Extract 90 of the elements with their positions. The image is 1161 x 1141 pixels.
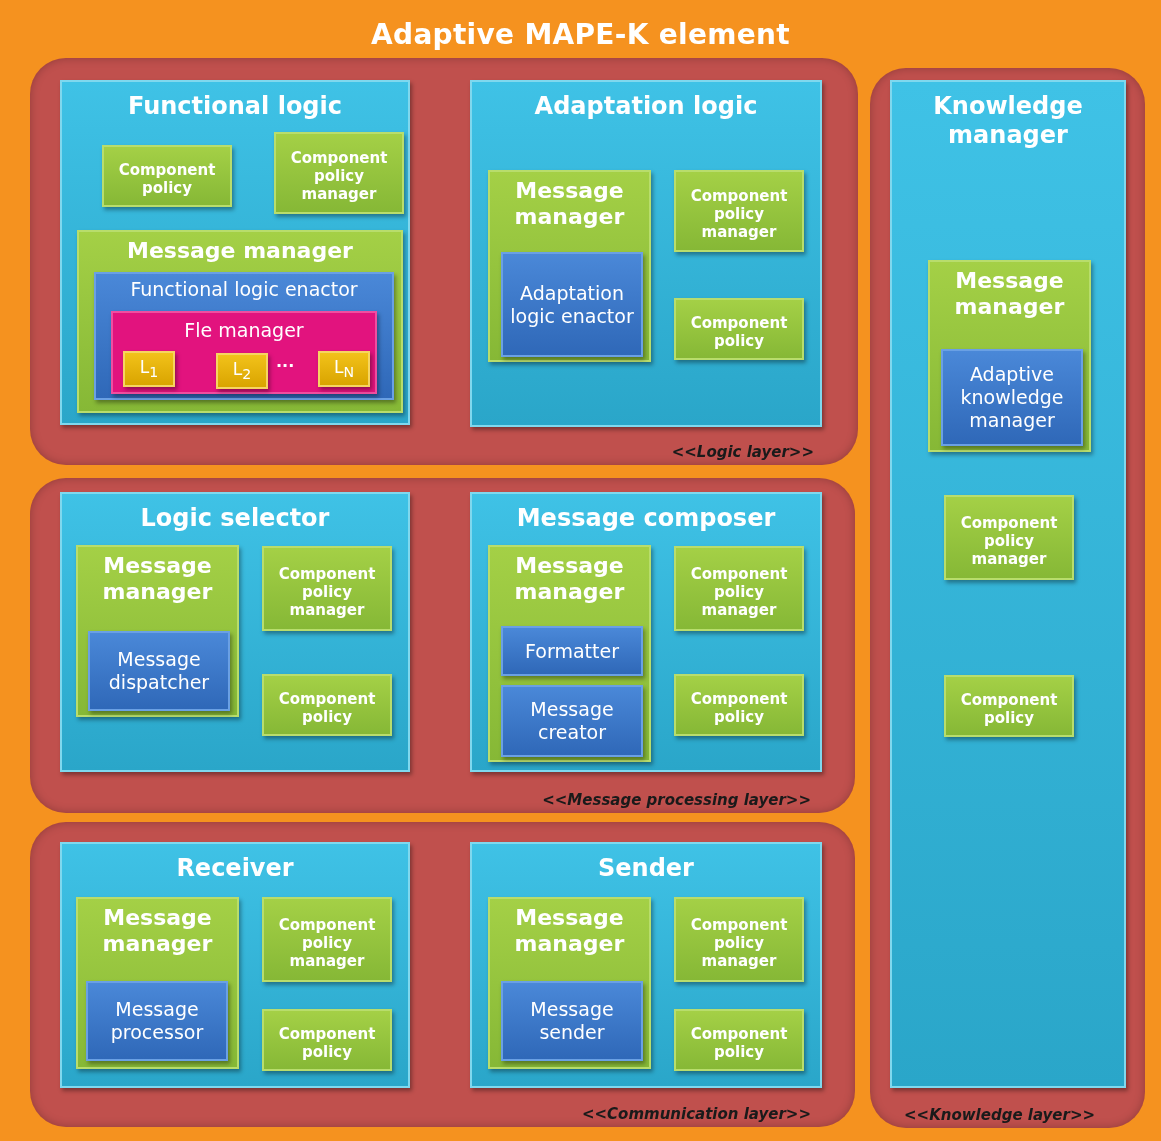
layer-band [870,68,1145,1128]
enactor-box [94,272,394,400]
module-box [674,546,804,631]
logic-box [318,351,370,387]
box-label: Component policy [689,690,789,726]
box-label: Component policy [277,1025,377,1061]
box-title: Message manager [513,178,626,231]
box-title: Message manager [127,238,353,265]
box-label: Component policy manager [689,187,789,241]
box-label: Component policy [117,161,217,197]
box-title: Message manager [101,905,214,958]
box-label: Message dispatcher [107,648,211,694]
layer-label: <<Logic layer>> [671,443,814,461]
module-box [674,170,804,252]
module-box [77,230,403,413]
box-label: L$_{2}$ [232,358,252,384]
box-title: Message manager [513,553,626,606]
box-label: Component policy [277,690,377,726]
module-box [674,298,804,360]
module-box [944,675,1074,737]
layer-label: <<Knowledge layer>> [904,1106,1096,1124]
module-box [488,545,651,762]
box-label: Adaptation logic enactor [509,281,635,328]
module-box [262,897,392,982]
enactor-box [88,631,230,711]
layer-band [30,58,858,465]
enactor-box [86,981,228,1061]
box-label: L$_{1}$ [139,356,159,382]
component-panel [60,492,410,772]
box-title: Functional logic [127,92,343,121]
box-label: Component policy manager [689,564,789,619]
layer-label: <<Message processing layer>> [542,791,811,809]
manager-box [111,311,377,394]
box-label: Component policy [689,1025,789,1061]
box-label: Message creator [529,698,615,744]
module-box [76,897,239,1069]
box-title: Message manager [101,553,214,606]
enactor-box [501,981,643,1061]
box-title: Adaptation logic [533,92,759,121]
logic-box [123,351,175,387]
component-panel [470,492,822,772]
module-box [262,1009,392,1071]
layer-label: <<Communication layer>> [581,1105,811,1123]
box-label: Adaptive knowledge manager [959,363,1065,432]
box-title: Message manager [513,905,626,958]
box-label: Functional logic enactor [129,278,359,301]
module-box [674,1009,804,1071]
enactor-box [941,349,1083,446]
module-box [488,170,651,362]
box-label: Component policy [959,691,1059,727]
layer-band [30,822,855,1127]
enactor-box [501,626,643,676]
module-box [674,674,804,736]
module-box [488,897,651,1069]
module-box [944,495,1074,580]
box-title: Logic selector [139,504,331,533]
box-title: Knowledge manager [932,92,1084,150]
box-label: Component policy [689,314,789,350]
box-title: Sender [597,854,695,883]
box-label: Message sender [529,998,615,1044]
box-label: Component policy manager [277,564,377,619]
box-label: Message processor [109,998,205,1044]
module-box [274,132,404,214]
module-box [928,260,1091,452]
component-panel [470,80,822,427]
component-panel [60,80,410,425]
enactor-box [501,252,643,357]
module-box [262,674,392,736]
box-title: Receiver [175,854,295,883]
component-panel [60,842,410,1088]
layer-band [30,478,855,813]
module-box [674,897,804,982]
enactor-box [501,685,643,757]
box-label: L$_{N}$ [333,356,355,382]
box-label: Fle manager [184,319,304,342]
box-label: Component policy manager [277,915,377,970]
box-title: Message composer [515,504,777,533]
logic-box [216,353,268,389]
box-label: Component policy manager [959,513,1059,568]
ellipsis-label: ··· [276,356,295,375]
component-panel [890,80,1126,1088]
box-title: Adaptive MAPE-K element [371,18,790,52]
module-box [102,145,232,207]
module-box [262,546,392,631]
module-box [76,545,239,717]
box-label: Formatter [524,639,620,663]
box-label: Component policy manager [289,149,389,203]
box-label: Component policy manager [689,915,789,970]
component-panel [470,842,822,1088]
box-title: Message manager [953,268,1066,321]
